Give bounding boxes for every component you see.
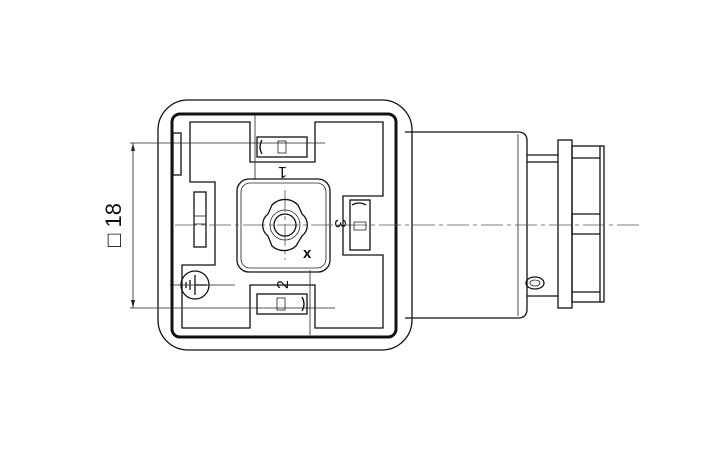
terminal-ground-strip <box>193 191 207 248</box>
dimension-18: □ 18 <box>101 143 135 308</box>
dimension-label: □ 18 <box>101 203 126 247</box>
terminal-2 <box>256 293 308 315</box>
terminal-1 <box>256 136 308 158</box>
pin-label-3: 3 <box>331 219 348 228</box>
connector-body-side <box>405 131 605 319</box>
terminal-3 <box>349 199 371 251</box>
center-mark: x <box>303 245 312 262</box>
pin-label-1: 1 <box>278 163 287 180</box>
ground-symbol-icon <box>170 270 235 300</box>
connector-housing-front <box>157 99 413 351</box>
center-socket: x <box>262 198 312 262</box>
centerlines <box>130 115 640 335</box>
pin-label-2: 2 <box>275 280 292 289</box>
